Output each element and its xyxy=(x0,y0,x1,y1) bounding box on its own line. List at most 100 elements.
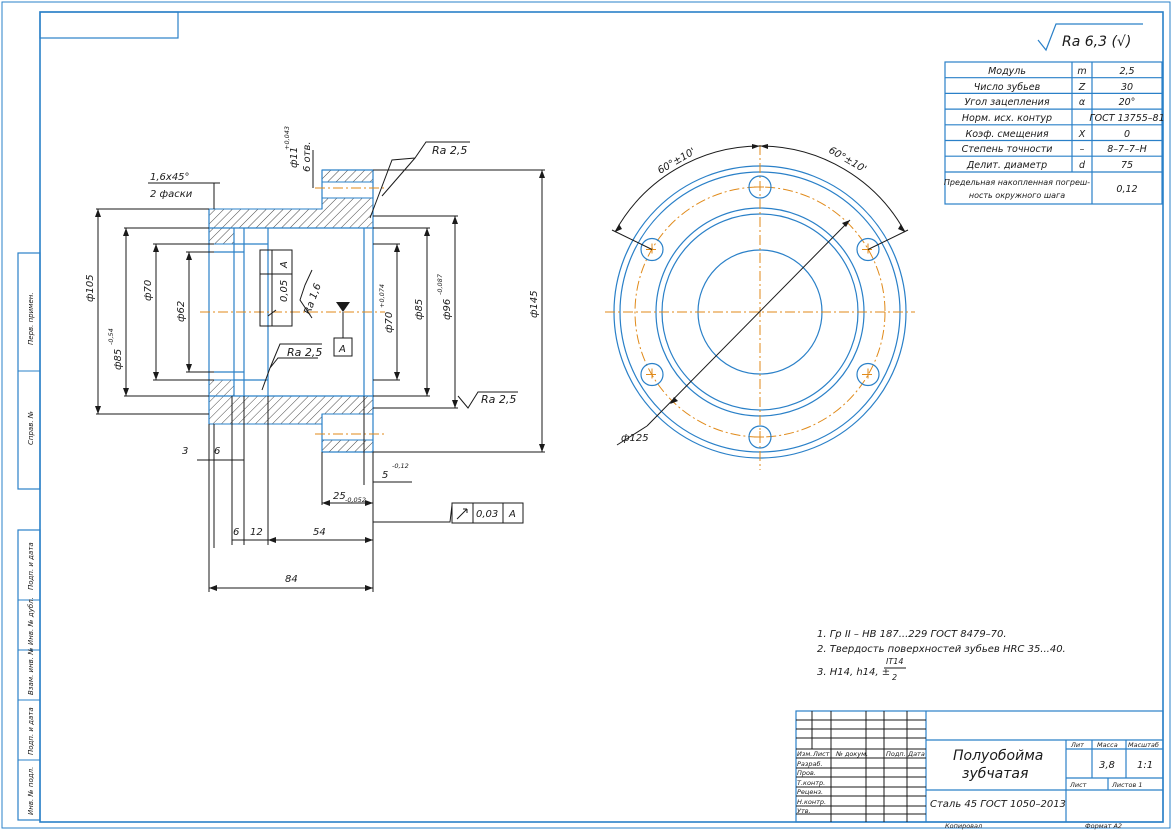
table-val: 30 xyxy=(1121,82,1133,93)
technical-notes: 1. Гр II – НВ 187...229 ГОСТ 8479–70. 2.… xyxy=(817,629,1066,682)
tb-role: Реценз. xyxy=(797,788,823,796)
tb-role: Т.контр. xyxy=(797,779,825,787)
tol1-base: A xyxy=(279,261,290,269)
dim-chamfer-note: 2 фаски xyxy=(150,189,193,200)
tol2-base: A xyxy=(508,509,516,520)
tb-head: Подп. xyxy=(886,750,906,758)
dim-d145: ф145 xyxy=(529,290,540,318)
side-strip: Перв. примен. Справ. № Подп. и дата Инв.… xyxy=(17,252,41,821)
tol1-value: 0,05 xyxy=(279,280,290,302)
mass-value: 3,8 xyxy=(1099,760,1115,771)
dim-d125: ф125 xyxy=(621,433,649,444)
dim-d85a: ф85 xyxy=(113,349,124,370)
hatch-top-flange xyxy=(208,197,374,229)
roughness-mark-4: Ra 2,5 xyxy=(457,391,518,409)
side-label: Справ. № xyxy=(27,411,35,445)
bolt-hole xyxy=(856,237,880,262)
tb-head: Дата xyxy=(907,750,925,758)
part-name-1: Полуобойма xyxy=(953,748,1043,764)
note-3: 3. H14, h14, ± xyxy=(817,667,890,678)
table-param: Коэф. смещения xyxy=(965,129,1048,140)
table-val: 20° xyxy=(1119,97,1136,108)
table-param: Делит. диаметр xyxy=(966,160,1047,171)
dim-d11: ф11 xyxy=(289,147,300,168)
roughness-label: Ra 2,5 xyxy=(432,144,467,157)
bolt-hole xyxy=(856,362,880,387)
dim-3: 3 xyxy=(182,446,188,457)
tb-lit: Лит xyxy=(1070,741,1084,749)
roughness-label: Ra 2,5 xyxy=(287,346,322,359)
roughness-mark-3: Ra 2,5 xyxy=(261,343,322,391)
hatch-inner-bottom xyxy=(208,379,235,397)
tb-sheets: Листов 1 xyxy=(1111,781,1142,789)
side-label: Подп. и дата xyxy=(27,707,35,755)
end-view: 60°±10' 60°±10' ф125 xyxy=(605,144,915,470)
roughness-general: Ra 6,3 (√) xyxy=(1037,23,1143,52)
side-label: Перв. примен. xyxy=(27,292,35,345)
roughness-mark-2: Ra 1,6 xyxy=(299,269,324,319)
roughness-general-label: Ra 6,3 (√) xyxy=(1062,34,1131,50)
hatch-bottom-flange xyxy=(208,395,374,425)
title-block: Изм. Лист № докум. Подп. Дата Разраб. Пр… xyxy=(795,710,1164,830)
table-sym: d xyxy=(1079,160,1086,171)
table-val: 0,12 xyxy=(1116,184,1137,195)
dim-6b: 6 xyxy=(233,527,239,538)
note-3-den: 2 xyxy=(892,673,897,682)
dim-6a: 6 xyxy=(214,446,220,457)
table-param: Степень точности xyxy=(962,144,1053,155)
hatch-inner-top xyxy=(208,227,235,245)
gear-parameter-table: Модуль m 2,5 Число зубьев Z 30 Угол заце… xyxy=(944,61,1165,205)
tb-role: Н.контр. xyxy=(797,798,826,806)
dim-5: 5 xyxy=(382,470,388,481)
note-1: 1. Гр II – НВ 187...229 ГОСТ 8479–70. xyxy=(817,629,1007,640)
dim-holes: 6 отв. xyxy=(302,141,313,172)
table-sym: X xyxy=(1078,129,1086,140)
table-sym: m xyxy=(1077,66,1086,77)
table-val: 8–7–7–H xyxy=(1107,144,1147,155)
part-name-2: зубчатая xyxy=(962,766,1028,782)
tol2-value: 0,03 xyxy=(476,509,498,520)
dim-d11-tol: +0,043 xyxy=(283,126,291,150)
angle-arc-1 xyxy=(614,145,761,233)
dim-d85a-tol: -0,54 xyxy=(107,328,115,345)
side-label: Инв. № подл. xyxy=(27,767,35,815)
dim-d70b: ф70 xyxy=(384,312,395,333)
tb-scale-head: Масштаб xyxy=(1128,741,1159,749)
material: Сталь 45 ГОСТ 1050–2013 xyxy=(930,799,1066,810)
table-param: Угол зацепления xyxy=(964,97,1049,108)
tb-head: Изм. xyxy=(797,750,812,758)
angle-arc-2 xyxy=(759,145,906,233)
table-param: Число зубьев xyxy=(974,82,1041,93)
tb-role: Разраб. xyxy=(797,760,823,768)
tb-sheet: Лист xyxy=(1069,781,1087,789)
tb-role: Утв. xyxy=(797,807,811,815)
table-val: ГОСТ 13755–81 xyxy=(1089,113,1164,124)
bolt-hole xyxy=(748,175,772,199)
tb-head: Лист xyxy=(812,750,830,758)
side-label: Инв. № дубл. xyxy=(27,597,35,645)
bolt-hole xyxy=(640,237,664,262)
dim-chamfer: 1,6х45° xyxy=(150,172,190,183)
dim-d70a: ф70 xyxy=(143,280,154,301)
note-3-num: IT14 xyxy=(886,657,903,666)
dim-5-tol: -0,12 xyxy=(392,462,409,470)
dim-25: 25 xyxy=(333,491,346,502)
tb-role: Пров. xyxy=(797,769,816,777)
scale-value: 1:1 xyxy=(1137,760,1153,771)
table-param: Модуль xyxy=(988,66,1026,77)
side-label: Подп. и дата xyxy=(27,542,35,590)
dim-d62: ф62 xyxy=(176,301,187,322)
datum-a-label: A xyxy=(338,344,346,355)
tb-format: Формат A2 xyxy=(1085,822,1122,830)
hatch-top-lug xyxy=(321,169,374,183)
dim-d96: ф96 xyxy=(442,299,453,320)
tolerance-frame-1: 0,05 A xyxy=(259,249,293,327)
dim-12: 12 xyxy=(250,527,263,538)
section-view: 0,05 A A 0,03 A Ra 2,5 Ra 1,6 xyxy=(85,126,545,592)
tb-mass-head: Масса xyxy=(1097,741,1118,749)
table-param: Предельная накопленная погреш- xyxy=(944,178,1090,187)
hatch-bottom-lug xyxy=(321,439,374,453)
table-val: 0 xyxy=(1124,129,1130,140)
